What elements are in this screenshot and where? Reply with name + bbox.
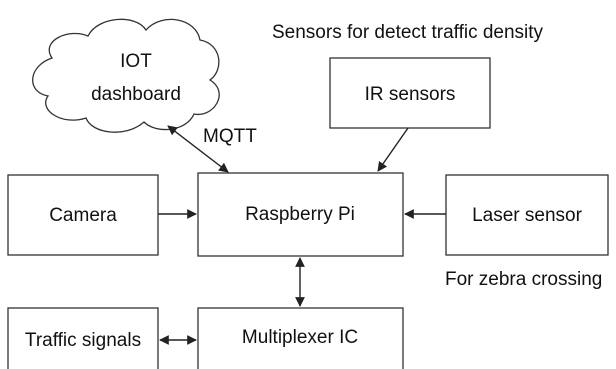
laser-sensor-box [445, 174, 609, 256]
cloud-label-line2: dashboard [91, 84, 181, 105]
cloud-to-pi-arrow [167, 125, 229, 173]
multiplexer-node: Multiplexer IC [197, 307, 404, 369]
traffic-signals-node: Traffic signals [7, 307, 159, 369]
camera-label: Camera [49, 205, 117, 226]
mqtt-label: MQTT [203, 126, 257, 147]
raspberry-pi-label: Raspberry Pi [245, 204, 355, 225]
ir-to-pi-arrow [377, 127, 409, 172]
multiplexer-box [197, 307, 404, 369]
camera-box [7, 174, 159, 256]
traffic-signals-label: Traffic signals [25, 330, 141, 351]
zebra-crossing-note: For zebra crossing [445, 269, 602, 290]
ir-sensors-box [329, 57, 491, 129]
traffic-signals-box [7, 307, 159, 369]
raspberry-pi-box [197, 172, 404, 257]
raspberry-pi-node: Raspberry Pi [197, 172, 404, 257]
cloud-icon [32, 18, 220, 133]
camera-node: Camera [7, 174, 159, 256]
diagram-title: Sensors for detect traffic density [272, 22, 544, 43]
ir-sensors-label: IR sensors [365, 84, 456, 105]
iot-dashboard-cloud: IOT dashboard [32, 18, 220, 133]
cloud-label-line1: IOT [120, 51, 152, 72]
ir-sensors-node: IR sensors [329, 57, 491, 129]
laser-sensor-node: Laser sensor [445, 174, 609, 256]
multiplexer-label: Multiplexer IC [242, 327, 358, 348]
laser-sensor-label: Laser sensor [472, 205, 583, 226]
